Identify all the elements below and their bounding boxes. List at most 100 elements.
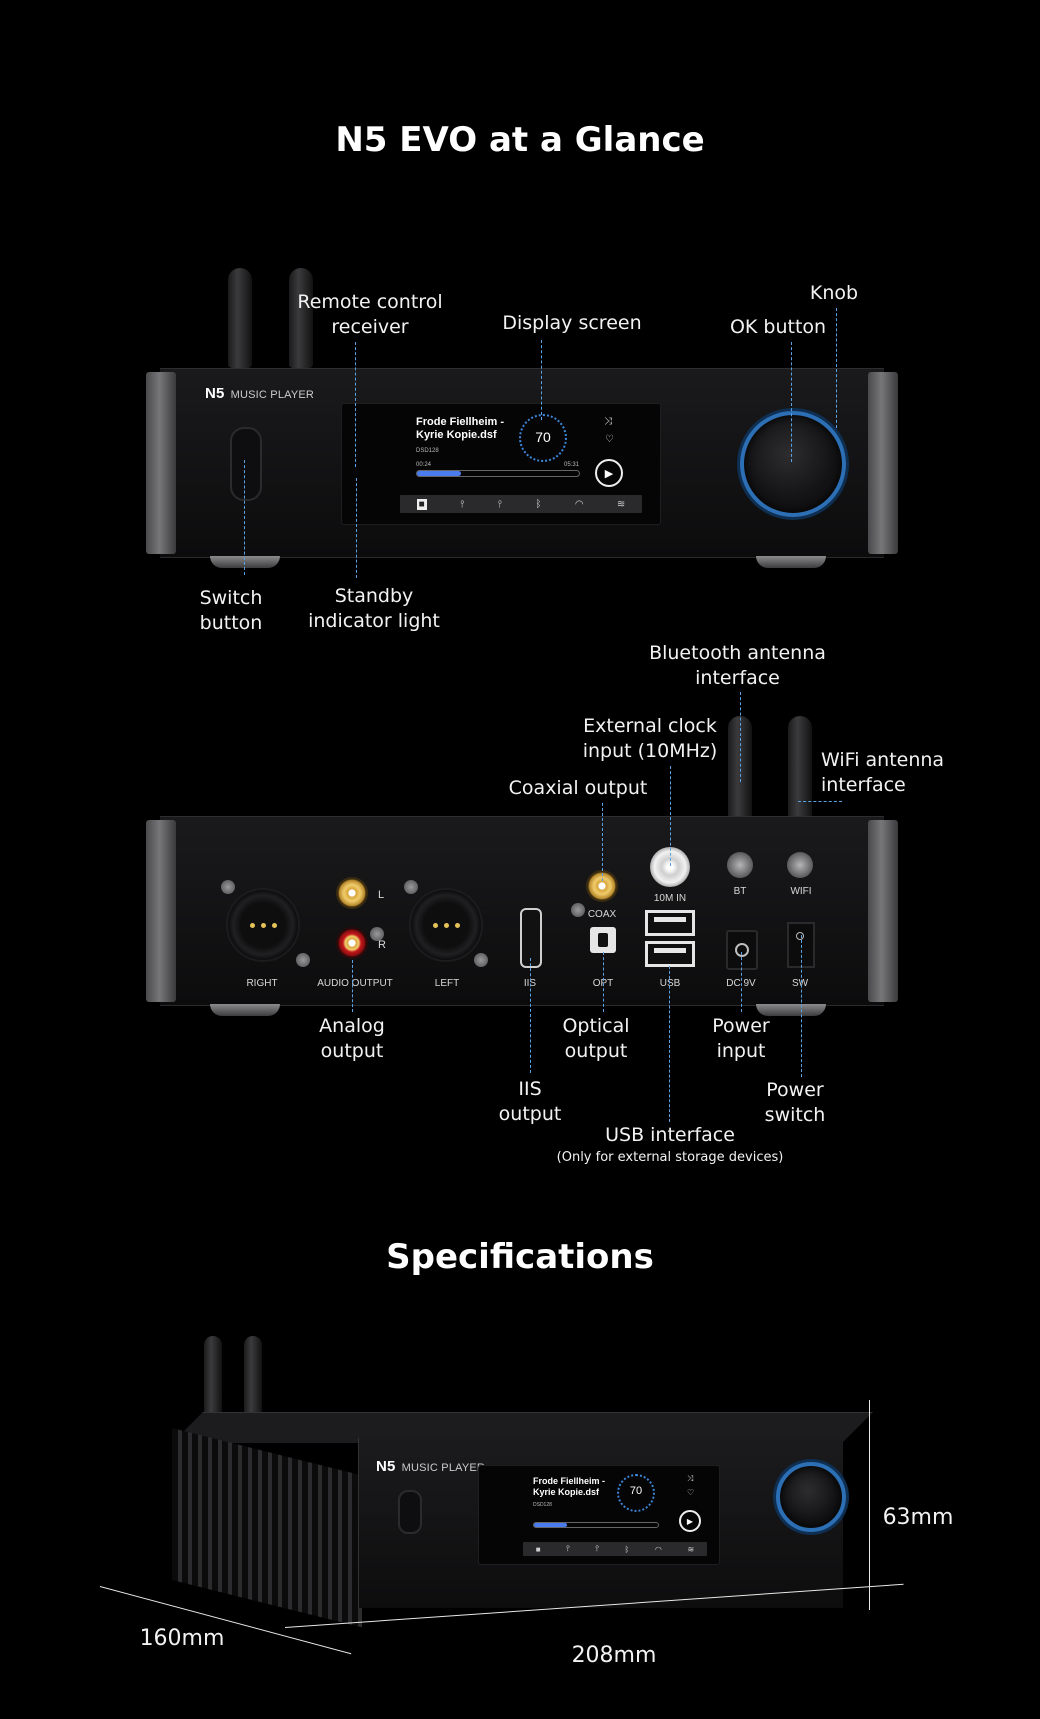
iso-antenna-right xyxy=(244,1336,262,1426)
progress-bar[interactable] xyxy=(416,470,580,477)
usb-icon[interactable]: ⫯ xyxy=(460,498,465,510)
iso-volume-ring[interactable]: 70 xyxy=(617,1474,655,1512)
iso-screen-taskbar: ■ ⫯ ⫯ ᛒ ◠ ≋ xyxy=(523,1542,707,1556)
label-iis-line1: IIS xyxy=(518,1078,542,1100)
port-label-dc: DC 9V xyxy=(726,978,756,989)
leader-optical xyxy=(603,952,604,1012)
iso-play-button[interactable]: ▶ xyxy=(679,1510,701,1532)
iis-port[interactable] xyxy=(520,908,542,968)
port-label-l: L xyxy=(378,889,385,901)
port-label-bt: BT xyxy=(733,886,747,897)
wifi-antenna-base xyxy=(787,852,813,878)
iso-heart-icon[interactable]: ♡ xyxy=(687,1488,695,1497)
front-foot-left xyxy=(210,556,280,568)
label-optical-line2: output xyxy=(564,1040,628,1062)
dim-height: 63mm xyxy=(882,1505,954,1530)
iso-usb-alt-icon[interactable]: ⫯ xyxy=(595,1544,599,1553)
bluetooth-icon[interactable]: ᛒ xyxy=(535,498,542,510)
iso-display-screen: Frode Fiellheim - Kyrie Kopie.dsf DSD128… xyxy=(478,1465,720,1565)
settings-icon[interactable]: ≋ xyxy=(616,498,626,510)
display-screen: Frode Fiellheim - Kyrie Kopie.dsf DSD128… xyxy=(341,403,661,525)
front-side-cap-left xyxy=(146,372,176,554)
port-label-coax: COAX xyxy=(587,909,617,920)
label-optical-line1: Optical xyxy=(562,1015,630,1037)
label-clock-line2: input (10MHz) xyxy=(582,740,718,762)
usb-port-bottom[interactable] xyxy=(645,941,695,967)
label-remote-line2: receiver xyxy=(331,316,409,338)
specs-title: Specifications xyxy=(386,1237,654,1277)
iso-player-icon[interactable]: ■ xyxy=(535,1544,541,1554)
play-button[interactable]: ▶ xyxy=(595,459,623,487)
leader-knob xyxy=(836,308,837,428)
port-label-audio-output: AUDIO OUTPUT xyxy=(317,978,393,989)
heart-icon[interactable]: ♡ xyxy=(605,434,614,445)
port-label-iis: IIS xyxy=(523,978,537,989)
switch-button[interactable] xyxy=(230,427,262,501)
front-side-cap-right xyxy=(868,372,898,554)
label-bt-line1: Bluetooth antenna xyxy=(649,642,826,664)
front-antenna-left xyxy=(228,268,252,368)
glance-title: N5 EVO at a Glance xyxy=(335,120,705,160)
leader-iis xyxy=(530,958,531,1073)
rear-side-cap-left xyxy=(146,820,176,1002)
leader-bt xyxy=(740,692,741,782)
label-analog-line2: output xyxy=(320,1040,384,1062)
port-label-10m: 10M IN xyxy=(653,893,687,904)
iso-switch-button[interactable] xyxy=(398,1490,422,1534)
leader-power-in xyxy=(741,952,742,1012)
shuffle-icon[interactable]: ⤨ xyxy=(604,416,612,427)
rear-foot-left xyxy=(210,1004,280,1016)
label-power-in-line2: input xyxy=(716,1040,766,1062)
leader-remote xyxy=(355,342,356,467)
label-coaxial: Coaxial output xyxy=(508,777,648,799)
leader-analog xyxy=(352,960,353,1012)
port-label-wifi: WIFI xyxy=(790,886,812,897)
dim-line-height xyxy=(869,1400,870,1610)
label-power-sw-line2: switch xyxy=(764,1104,826,1126)
label-clock-line1: External clock xyxy=(583,715,717,737)
rca-left-port[interactable] xyxy=(336,877,368,909)
power-input-port[interactable] xyxy=(726,930,758,970)
progress-fill xyxy=(417,471,461,476)
volume-ring[interactable]: 70 xyxy=(519,414,567,462)
rca-right-port[interactable] xyxy=(336,927,368,959)
model-name: N5 xyxy=(205,385,225,402)
label-remote-line1: Remote control xyxy=(297,291,443,313)
leader-wifi xyxy=(798,801,842,802)
xlr-right-port[interactable] xyxy=(226,888,300,962)
wifi-icon[interactable]: ◠ xyxy=(574,498,584,510)
player-icon[interactable]: ■ xyxy=(416,498,427,510)
label-wifi-line2: interface xyxy=(821,774,906,796)
screw-right-top xyxy=(221,880,235,894)
leader-display xyxy=(541,340,542,420)
optical-port[interactable] xyxy=(590,927,616,953)
screw-left-bottom xyxy=(474,953,488,967)
iso-volume-knob[interactable] xyxy=(776,1462,846,1532)
xlr-left-port[interactable] xyxy=(409,888,483,962)
iso-usb-icon[interactable]: ⫯ xyxy=(566,1544,570,1553)
screw-rca xyxy=(370,927,384,941)
screw-left-top xyxy=(404,880,418,894)
time-total: 05:31 xyxy=(564,462,580,468)
leader-power-switch xyxy=(801,935,802,1077)
iso-progress-bar[interactable] xyxy=(533,1522,659,1528)
volume-knob[interactable] xyxy=(740,411,846,517)
screw-right-bottom xyxy=(296,953,310,967)
label-power-in-line1: Power xyxy=(712,1015,770,1037)
usb-alt-icon[interactable]: ⫯ xyxy=(497,498,503,510)
label-iis-line2: output xyxy=(498,1103,562,1125)
iso-shuffle-icon[interactable]: ⤨ xyxy=(687,1474,694,1483)
iso-wifi-icon[interactable]: ◠ xyxy=(654,1544,662,1554)
label-knob: Knob xyxy=(809,282,859,304)
port-label-usb: USB xyxy=(659,978,681,989)
iso-bluetooth-icon[interactable]: ᛒ xyxy=(624,1544,630,1554)
time-elapsed: 00:24 xyxy=(416,462,432,468)
port-label-left: LEFT xyxy=(434,978,460,989)
port-label-r: R xyxy=(378,939,386,951)
leader-usb xyxy=(669,966,670,1122)
label-switch-line1: Switch xyxy=(199,587,263,609)
usb-port-top[interactable] xyxy=(645,910,695,936)
iso-settings-icon[interactable]: ≋ xyxy=(687,1544,695,1554)
port-label-right: RIGHT xyxy=(246,978,278,989)
